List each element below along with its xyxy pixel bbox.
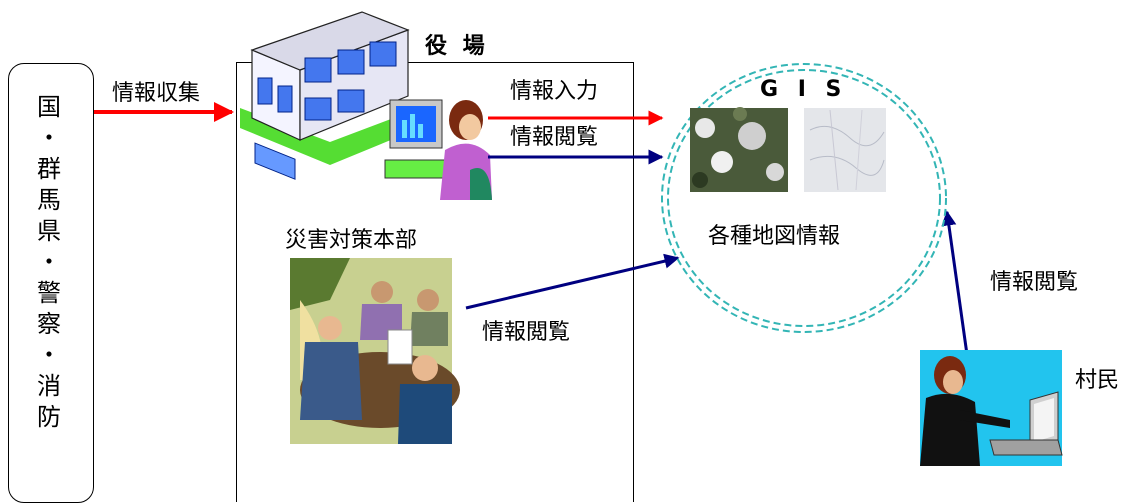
source-char: 警	[37, 279, 61, 307]
source-char: 馬	[37, 186, 61, 214]
office-title: 役 場	[425, 34, 489, 59]
building-icon	[240, 11, 420, 180]
topographic-map-thumbnail	[804, 108, 886, 192]
gis-title: G I S	[760, 77, 848, 102]
source-char: ・	[37, 341, 61, 369]
sources-label: 国 ・ 群 馬 県 ・ 警 察 ・ 消 防	[36, 92, 62, 433]
source-char: ・	[37, 248, 61, 276]
collect-label: 情報収集	[112, 81, 201, 106]
input-label: 情報入力	[510, 79, 599, 104]
source-char: 県	[37, 217, 61, 245]
view-hq-arrow	[465, 253, 680, 310]
source-char: 察	[37, 310, 61, 338]
source-char: 国	[37, 93, 61, 121]
gis-circle	[661, 63, 947, 333]
aerial-map-thumbnail	[690, 107, 788, 192]
source-char: 防	[37, 403, 61, 431]
view-office-label: 情報閲覧	[510, 125, 599, 150]
maps-label: 各種地図情報	[708, 224, 841, 249]
villager-icon	[920, 350, 1063, 466]
source-char: 群	[37, 155, 61, 183]
view-hq-label: 情報閲覧	[482, 320, 571, 345]
operator-icon	[384, 99, 492, 200]
view-villagers-label: 情報閲覧	[990, 270, 1079, 295]
source-char: 消	[37, 372, 61, 400]
disaster-hq-label: 災害対策本部	[285, 228, 418, 253]
meeting-illustration	[290, 258, 460, 444]
office-box	[236, 62, 634, 502]
source-char: ・	[37, 124, 61, 152]
view-villagers-arrow	[941, 210, 972, 377]
villagers-label: 村民	[1075, 368, 1120, 393]
